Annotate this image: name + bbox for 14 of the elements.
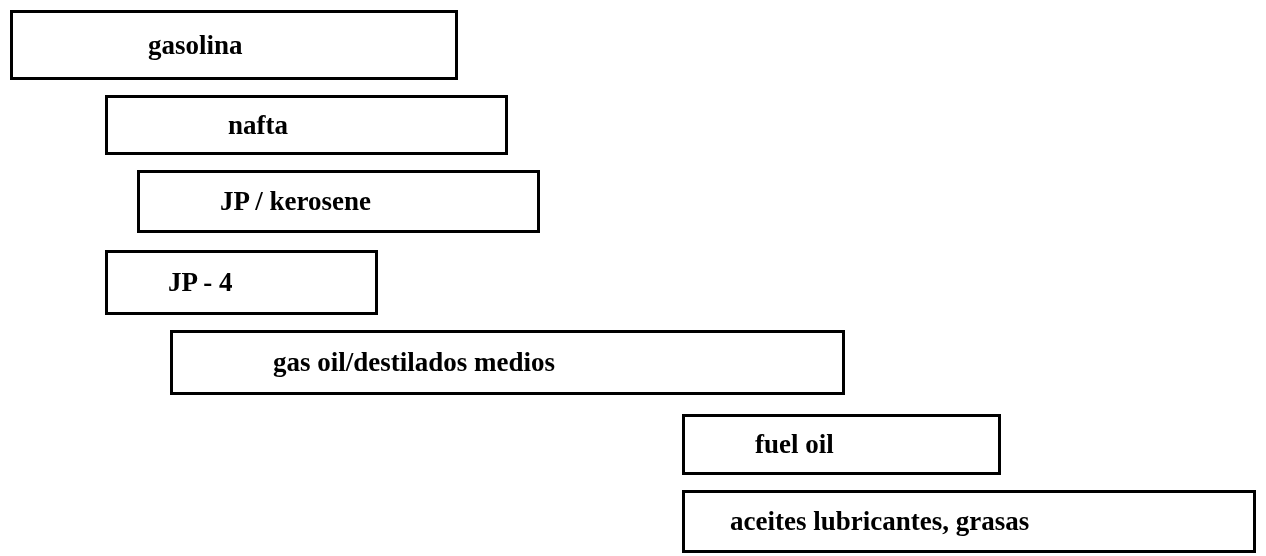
bar-label: gas oil/destilados medios [273, 347, 556, 378]
bar-label: JP - 4 [168, 267, 233, 298]
range-bar [105, 95, 508, 155]
range-bar [105, 250, 378, 315]
range-bar [10, 10, 458, 80]
range-bar [137, 170, 540, 233]
range-bar [682, 490, 1256, 553]
bar-label: JP / kerosene [220, 186, 371, 217]
bar-label: aceites lubricantes, grasas [730, 506, 1030, 537]
bar-label: fuel oil [755, 429, 834, 460]
bar-label: nafta [228, 109, 288, 141]
range-bar [682, 414, 1001, 475]
bar-label: gasolina [148, 29, 243, 61]
range-bar [170, 330, 845, 395]
